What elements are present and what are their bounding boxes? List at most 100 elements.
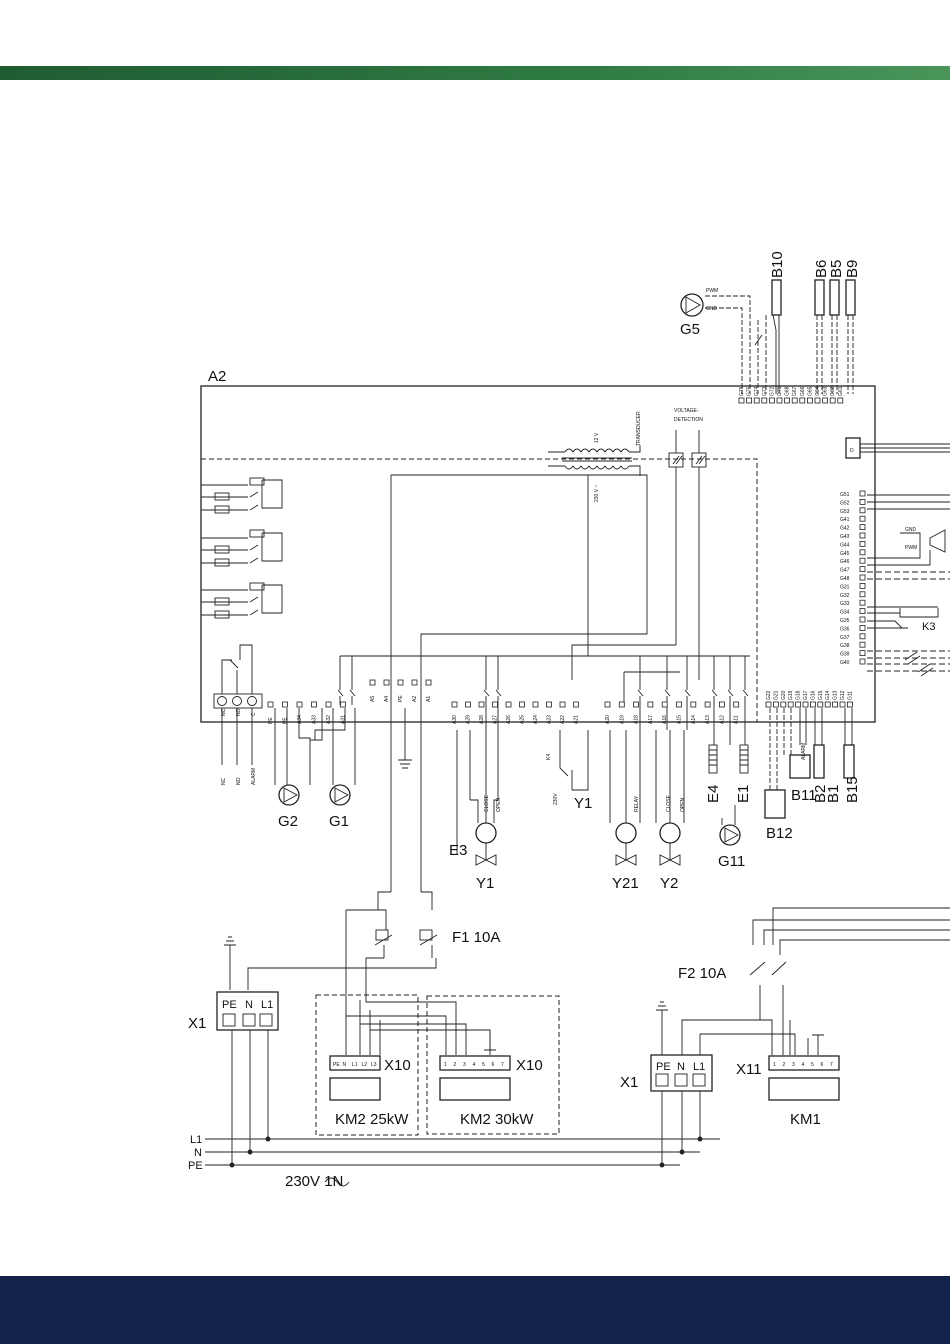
terminal-pin bbox=[411, 679, 418, 686]
terminal-label: G46 bbox=[840, 559, 850, 565]
terminal-strip-g-right: G51G52G53G41G42G43G44G45G46G47G48G31G32G… bbox=[840, 490, 866, 666]
terminal-pin bbox=[839, 701, 846, 708]
transducer-label: TRANSDUCER bbox=[636, 411, 642, 446]
terminal-label: G32 bbox=[840, 593, 850, 599]
b11-alarm-label: ALARM bbox=[801, 743, 807, 760]
c-terminal-label: C bbox=[251, 712, 257, 716]
terminal-pin bbox=[859, 625, 866, 631]
y1-open-label: OPEN bbox=[496, 797, 502, 812]
voltage-detection-label: VOLTAGE- bbox=[674, 408, 699, 414]
pin-label: 3 bbox=[792, 1062, 795, 1068]
g51-cables bbox=[867, 494, 950, 510]
g11-label: G11 bbox=[718, 853, 745, 870]
f1-label: F1 10A bbox=[452, 929, 500, 946]
terminal-label: G47 bbox=[840, 568, 850, 574]
terminal-label: A27 bbox=[493, 715, 499, 724]
terminal-pin bbox=[769, 397, 775, 404]
terminal-pin bbox=[267, 701, 274, 708]
terminal-label: A21 bbox=[574, 715, 580, 724]
x1-right-label: X1 bbox=[620, 1074, 638, 1091]
terminal-label: G21 bbox=[773, 690, 779, 700]
terminal-label: G17 bbox=[803, 690, 809, 700]
pump-g1-icon bbox=[329, 784, 351, 806]
terminal-pin bbox=[859, 599, 866, 606]
terminal-label: G13 bbox=[833, 690, 839, 700]
e1-label: E1 bbox=[735, 785, 752, 803]
terminal-label: A1 bbox=[426, 696, 432, 702]
km1-label: KM1 bbox=[790, 1111, 821, 1128]
km2-25kw-contactor bbox=[329, 1077, 381, 1101]
pin-label: 1 bbox=[444, 1062, 447, 1068]
g5-gnd-label: GND bbox=[706, 306, 718, 312]
terminal-label: A30 bbox=[452, 715, 458, 724]
terminal-label: G45 bbox=[840, 551, 850, 557]
terminal-pin bbox=[859, 574, 866, 581]
terminal-pin bbox=[807, 397, 813, 404]
terminal-label: G19 bbox=[788, 690, 794, 700]
fan-pwm-label: PWM bbox=[905, 545, 917, 551]
terminal-pin bbox=[859, 549, 866, 556]
x11-terminal bbox=[768, 1055, 840, 1071]
terminal-pin bbox=[859, 641, 866, 648]
y2-open-label: OPEN bbox=[680, 797, 686, 812]
terminal-label: A13 bbox=[705, 715, 711, 724]
terminal-pin bbox=[837, 397, 844, 404]
pin-label: 2 bbox=[454, 1062, 457, 1068]
terminal-label: A24 bbox=[533, 715, 539, 724]
breaker-f1-icon bbox=[375, 929, 433, 941]
transformer bbox=[548, 445, 641, 476]
pin-label: 3 bbox=[463, 1062, 466, 1068]
x1-right-terminal bbox=[650, 1054, 713, 1092]
terminal-label: G34 bbox=[840, 610, 850, 616]
header-bar bbox=[0, 66, 950, 80]
km2-25kw-label: KM2 25kW bbox=[335, 1111, 409, 1128]
terminal-label: A18 bbox=[634, 715, 640, 724]
km2-30kw-outline bbox=[426, 995, 560, 1135]
terminal-pin bbox=[859, 490, 866, 497]
y21-label: Y21 bbox=[612, 875, 639, 892]
terminal-label: G12 bbox=[840, 690, 846, 700]
terminal-label: G44 bbox=[840, 542, 850, 548]
terminal-pin bbox=[753, 397, 760, 404]
x10-left-terminal bbox=[329, 1055, 381, 1071]
terminal-label: A14 bbox=[691, 715, 697, 724]
power-wiring-left bbox=[224, 891, 496, 1165]
heater-elements bbox=[708, 730, 749, 774]
terminal-label: G67 bbox=[792, 386, 798, 396]
terminal-pin bbox=[859, 650, 866, 656]
bus-pe-label: PE bbox=[188, 1160, 203, 1172]
terminal-pin bbox=[296, 701, 303, 708]
terminal-pin bbox=[325, 701, 332, 708]
pin-label: L3 bbox=[371, 1062, 377, 1068]
terminal-label: G36 bbox=[840, 626, 850, 632]
terminal-label: G52 bbox=[840, 500, 850, 506]
terminal-pin bbox=[847, 701, 853, 708]
terminal-pin bbox=[859, 633, 866, 640]
terminal-label: G18 bbox=[796, 690, 802, 700]
km1-contactor bbox=[768, 1077, 840, 1101]
terminal-pin bbox=[829, 397, 836, 404]
f2-label: F2 10A bbox=[678, 965, 726, 982]
terminal-label: G22 bbox=[766, 690, 772, 700]
terminal-pin bbox=[573, 701, 579, 708]
terminal-label: G61 bbox=[838, 386, 844, 396]
g5-pwm-label: PWM bbox=[706, 288, 718, 294]
terminal-pin bbox=[633, 701, 639, 708]
d-connector-label: D bbox=[850, 448, 854, 454]
no-wire-label: NO bbox=[236, 777, 242, 785]
terminal-pin bbox=[776, 397, 783, 404]
terminal-pin bbox=[369, 679, 376, 686]
v230-label: 230 V ~ bbox=[594, 485, 600, 502]
x1-left-l1: L1 bbox=[261, 999, 273, 1011]
pin-label: 5 bbox=[811, 1062, 814, 1068]
terminal-label: A33 bbox=[312, 715, 318, 724]
pin-label: 5 bbox=[482, 1062, 485, 1068]
y2-close-label: CLOSE bbox=[666, 794, 672, 812]
terminal-pin bbox=[719, 701, 725, 708]
